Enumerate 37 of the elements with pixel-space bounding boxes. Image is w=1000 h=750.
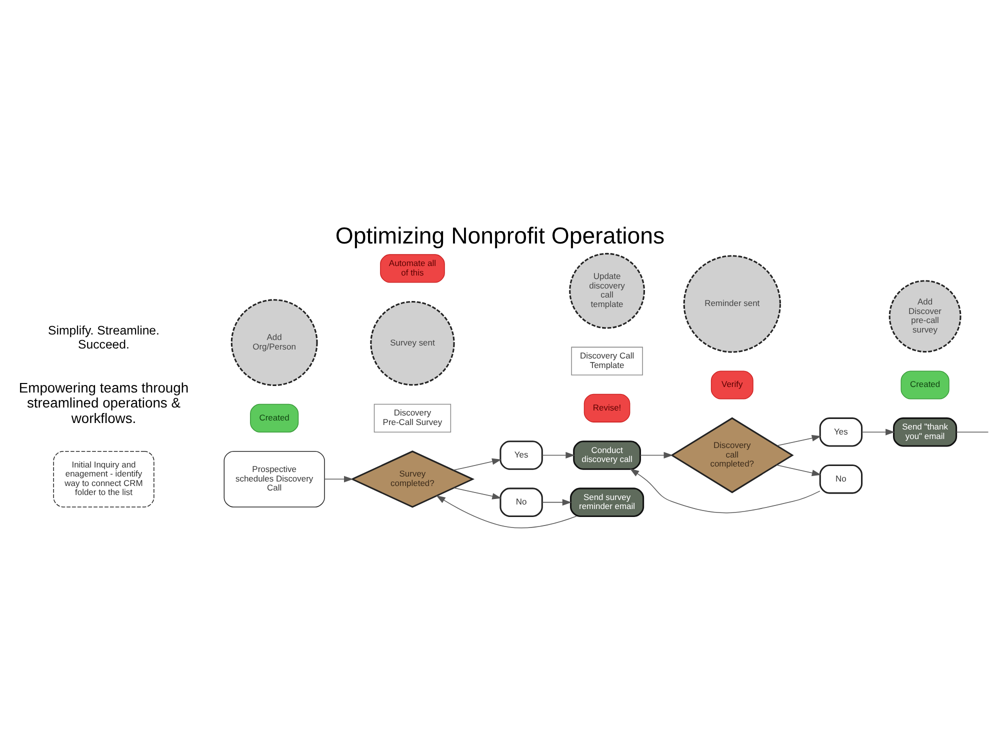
- node-box: Yes: [819, 417, 863, 447]
- arrow: [542, 452, 575, 458]
- node-circle: Survey sent: [370, 301, 455, 386]
- node-box: Automate all of this: [380, 254, 445, 283]
- arrow: [453, 458, 502, 471]
- node-box: Created: [250, 404, 299, 432]
- arrow: [862, 428, 895, 436]
- arrow: [776, 464, 822, 476]
- node-circle: Update discovery call template: [569, 252, 645, 329]
- node-box: Discovery Pre-Call Survey: [374, 404, 452, 432]
- label: Simplify. Streamline. Succeed.: [48, 324, 160, 352]
- node-diamond: Discovery call completed?: [670, 417, 794, 494]
- arrow: [453, 488, 502, 500]
- arrow: [776, 434, 822, 446]
- node-box: No: [500, 488, 543, 517]
- node-box: No: [819, 464, 863, 494]
- diagram-title: Optimizing Nonprofit Operations: [335, 222, 665, 249]
- arrow: [324, 476, 354, 482]
- node-circle: Add Discover pre-call survey: [888, 280, 962, 353]
- arrow: [436, 495, 577, 528]
- node-box: Verify: [710, 370, 754, 400]
- node-box: Conduct discovery call: [573, 440, 641, 470]
- node-circle: Add Org/Person: [230, 299, 318, 386]
- node-box: Send "thank you" email: [893, 417, 958, 447]
- node-box: Send survey reminder email: [570, 488, 644, 517]
- node-box: Prospective schedules Discovery Call: [224, 451, 325, 508]
- node-box: Yes: [500, 440, 543, 470]
- node-box: Initial Inquiry and enagement - identify way to connect CRM folder to the list: [53, 451, 154, 508]
- arrow: [630, 468, 820, 514]
- node-box: Discovery Call Template: [571, 346, 643, 376]
- label: Empowering teams through streamlined operations & workflows.: [18, 379, 189, 426]
- arrow: [542, 499, 572, 506]
- arrow: [640, 452, 674, 458]
- node-circle: Reminder sent: [683, 255, 781, 353]
- node-box: Revise!: [584, 394, 630, 422]
- node-diamond: Survey completed?: [350, 450, 475, 508]
- node-box: Created: [900, 370, 950, 400]
